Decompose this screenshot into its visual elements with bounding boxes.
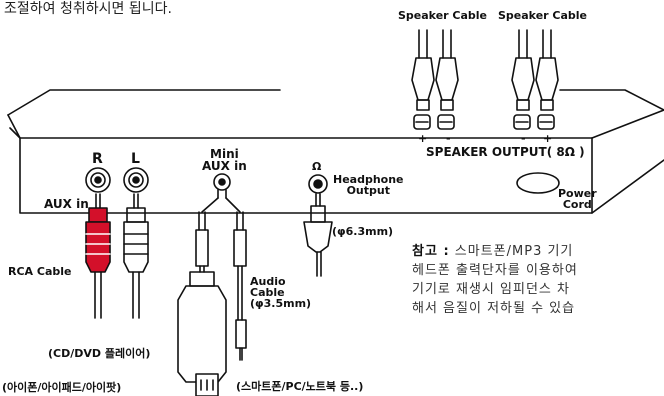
headphone-jack — [308, 174, 328, 194]
speaker-terminals — [413, 114, 555, 130]
headphone-size-label: (φ6.3mm) — [332, 225, 394, 238]
power-cord-port — [516, 172, 560, 194]
audio-cable-label: Audio Cable (φ3.5mm) — [250, 275, 312, 310]
iphone-ipad-ipod-label: (아이폰/아이패드/아이팟) — [2, 381, 122, 394]
headphone-symbol: Ω — [312, 160, 322, 173]
mini-aux-jack — [213, 173, 231, 191]
lightning-plug — [177, 271, 227, 396]
amplifier-panel — [7, 89, 664, 214]
rca-cable-label: RCA Cable — [8, 265, 72, 278]
note-key: 참고 : — [412, 244, 450, 259]
terminal-plus-left: + — [418, 132, 428, 145]
rca-cable-red — [85, 193, 111, 319]
speaker-cable-left-label: Speaker Cable — [398, 9, 488, 22]
terminal-minus-left: - — [446, 132, 451, 145]
headphone-output-label: Headphone Output — [333, 173, 404, 197]
speaker-cable-left — [411, 29, 459, 111]
note-line-2: 헤드폰 출력단자를 이용하여 — [412, 263, 578, 278]
speaker-output-label: SPEAKER OUTPUT( 8Ω ) — [426, 145, 585, 159]
terminal-minus-right: - — [521, 132, 526, 145]
cd-dvd-player-label: (CD/DVD 플레이어) — [48, 347, 151, 360]
note-line-4: 해서 음질이 저하될 수 있습 — [412, 301, 576, 316]
terminal-plus-right: + — [543, 132, 553, 145]
r-label: R — [92, 151, 103, 167]
note-line-1: 참고 : 스마트폰/MP3 기기 — [412, 242, 664, 261]
l-label: L — [131, 151, 140, 167]
aux-in-label: AUX in — [44, 197, 89, 211]
speaker-cable-right — [511, 29, 559, 111]
power-cord-label: Power Cord — [558, 187, 597, 211]
rca-jacks — [85, 167, 149, 193]
intro-text: 조절하여 청취하시면 됩니다. — [4, 1, 172, 17]
note-block: 참고 : 스마트폰/MP3 기기 헤드폰 출력단자를 이용하여 기기로 재생시 … — [412, 242, 664, 318]
headphone-plug — [303, 193, 333, 277]
smartphone-pc-label: (스마트폰/PC/노트북 등..) — [236, 380, 364, 393]
audio-cable — [195, 189, 247, 361]
note-line-3: 기기로 재생시 임피던스 차 — [412, 282, 570, 297]
speaker-cable-right-label: Speaker Cable — [498, 9, 588, 22]
note-line-1-text: 스마트폰/MP3 기기 — [449, 244, 574, 259]
mini-aux-in-label: Mini AUX in — [202, 147, 247, 173]
rca-cable-white — [123, 193, 149, 319]
